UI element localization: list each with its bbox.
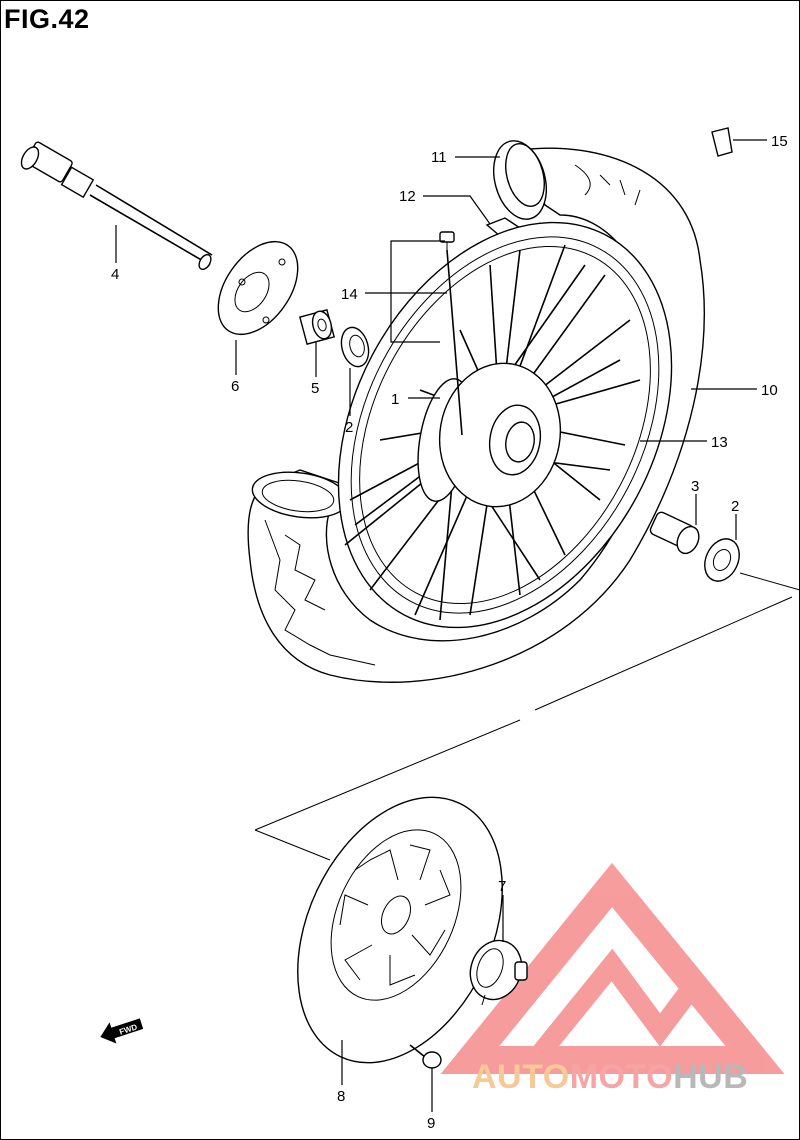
bearing — [704, 538, 740, 582]
valve-cap — [711, 127, 733, 157]
callout-2-lower: 2 — [731, 498, 739, 515]
wheel-hub — [417, 362, 562, 508]
callout-13: 13 — [711, 434, 728, 451]
callout-9: 9 — [427, 1115, 435, 1132]
watermark-part-2: MOTO — [569, 1058, 674, 1096]
callout-11: 11 — [431, 149, 447, 166]
watermark-part-1: AUTO — [472, 1058, 570, 1096]
callout-15: 15 — [771, 133, 788, 150]
watermark-brand-text: AUTOMOTOHUB — [472, 1058, 748, 1097]
callout-7: 7 — [498, 878, 506, 895]
callout-10: 10 — [761, 382, 778, 399]
bearing — [340, 326, 370, 368]
spacer — [298, 308, 336, 346]
forward-arrow-icon: FWD — [100, 1018, 144, 1044]
callout-6: 6 — [231, 378, 239, 395]
callout-12: 12 — [399, 188, 416, 205]
callout-8: 8 — [337, 1088, 345, 1105]
assembly-boundary-lines — [254, 572, 800, 861]
figure-title: FIG.42 — [4, 4, 90, 34]
front-axle — [20, 141, 213, 271]
speedometer-gearbox — [469, 939, 528, 1006]
inner-tube — [493, 140, 547, 220]
watermark-part-3: HUB — [673, 1058, 749, 1096]
spoke-detail — [439, 231, 463, 436]
callout-4: 4 — [111, 266, 119, 283]
callout-3: 3 — [691, 478, 699, 495]
callout-5: 5 — [311, 380, 319, 397]
collar-spacer — [649, 511, 700, 555]
callout-14: 14 — [341, 286, 358, 303]
leader-lines — [115, 139, 767, 1112]
callout-2-upper: 2 — [345, 419, 353, 436]
watermark-logo-icon — [440, 862, 785, 1074]
callout-labels: 1 2 2 3 4 5 6 7 8 9 10 11 12 13 14 15 — [111, 133, 788, 1132]
disc-bolt — [409, 1044, 442, 1069]
callout-1: 1 — [391, 391, 399, 408]
hub-cover-plate — [217, 240, 299, 336]
